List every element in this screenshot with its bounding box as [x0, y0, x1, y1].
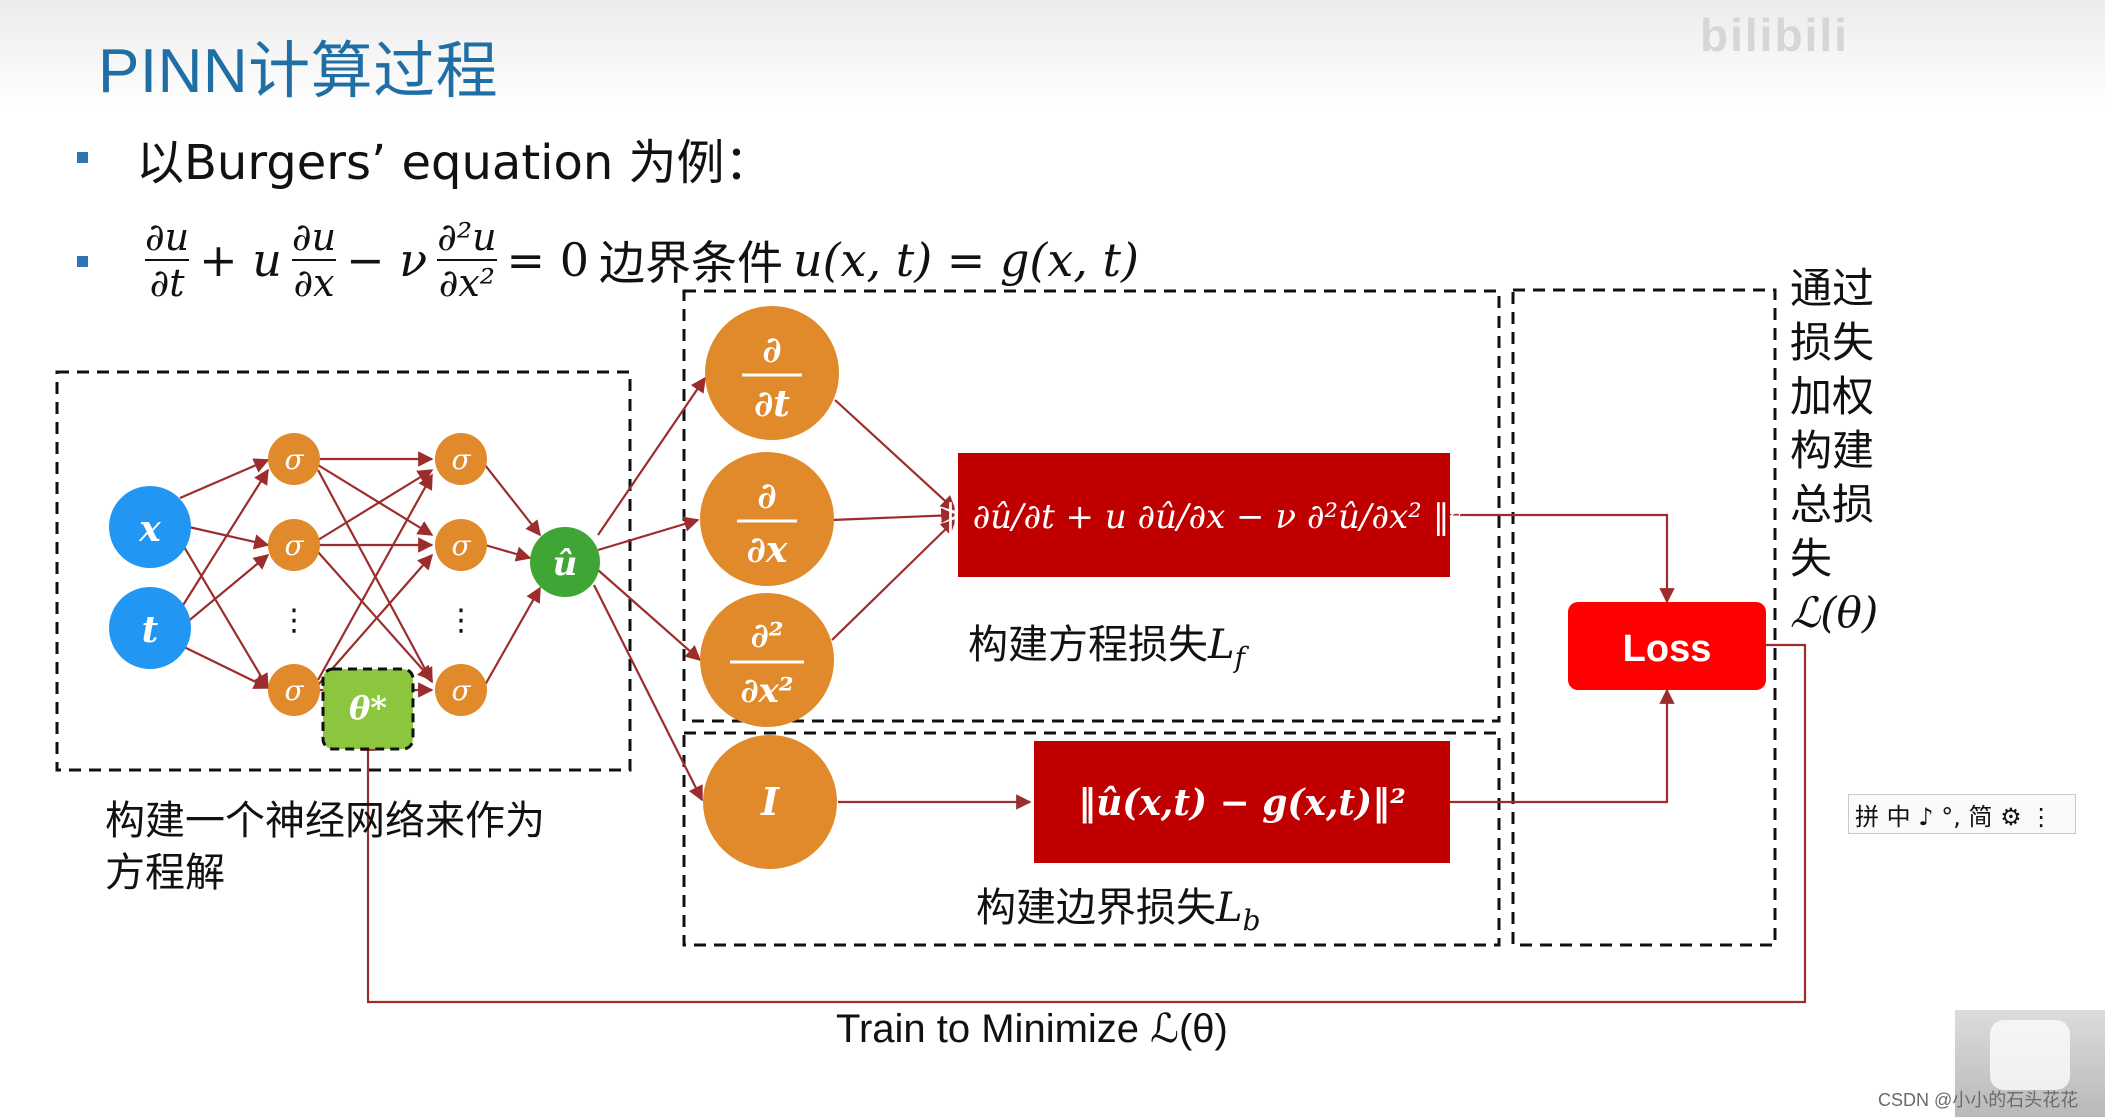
input-t-label: t: [142, 609, 159, 651]
identity-label: I: [760, 779, 780, 824]
derivative-node-dx: ∂ ∂x: [700, 452, 834, 586]
denominator: ∂x²: [740, 671, 793, 711]
output-label: û: [553, 544, 578, 584]
sigma-label: σ: [284, 674, 304, 707]
csdn-watermark: CSDN @小小的石头花花: [1878, 1090, 2079, 1110]
hidden-node: [268, 519, 320, 571]
ellipsis: ⋮: [279, 603, 309, 638]
numerator: ∂: [757, 475, 776, 517]
denominator: ∂x: [293, 261, 335, 305]
example-line: 以Burgers’ equation 为例：: [136, 135, 773, 191]
burgers-equation: ∂u∂t + u ∂u∂x − ν ∂²u∂x² = 0 边界条件 u(x, t…: [145, 210, 1139, 310]
denominator: ∂t: [754, 383, 790, 425]
denominator: ∂x: [747, 529, 788, 571]
hidden-layer-1: σ σ ⋮ σ: [268, 433, 320, 716]
network-box: [55, 370, 632, 772]
bilibili-watermark: bilibili: [1700, 9, 1849, 61]
side-note-line: 加权: [1790, 372, 1875, 421]
denominator: ∂t: [149, 261, 185, 305]
bc-loss-box: [682, 731, 1501, 947]
fraction-d2u-dx2: ∂²u∂x²: [437, 215, 497, 305]
equation-loss-symbol: L: [1208, 622, 1235, 668]
play-icon[interactable]: [1990, 1020, 2070, 1090]
loss-node: [1568, 602, 1766, 690]
sigma-label: σ: [451, 443, 471, 476]
boundary-loss-symbol: L: [1216, 885, 1243, 931]
boundary-loss-subscript: b: [1242, 904, 1261, 937]
bc-residual-formula: ‖û(x,t) − g(x,t)‖²: [1078, 782, 1406, 824]
equals-zero: = 0: [506, 233, 589, 287]
output-node-u-hat: [530, 527, 600, 597]
pde-residual-box: [958, 453, 1450, 577]
fraction-du-dx: ∂u∂x: [291, 215, 337, 305]
theta-parameters: [321, 667, 415, 751]
boundary-condition-label: 边界条件: [598, 236, 783, 290]
sigma-label: σ: [451, 529, 471, 562]
pde-residual-formula: ‖ ∂û/∂t + u ∂û/∂x − ν ∂²û/∂x² ‖²: [945, 497, 1463, 537]
input-node-x: [109, 486, 191, 568]
theta-label: θ*: [349, 689, 387, 727]
side-note: 通过 损失 加权 构建 总损 失 ℒ(θ): [1790, 262, 1880, 640]
hidden-layer-2: σ σ ⋮ σ: [435, 433, 487, 716]
side-note-line: ℒ(θ): [1790, 588, 1879, 637]
hidden-node: [268, 664, 320, 716]
network-caption-line1: 构建一个神经网络来作为: [105, 798, 545, 844]
loss-box: [1511, 288, 1777, 947]
equation-loss-text: 构建方程损失: [968, 622, 1208, 668]
sigma-label: σ: [284, 443, 304, 476]
numerator: ∂u: [291, 215, 337, 259]
slide-top-band: [0, 0, 2105, 110]
boundary-condition-eq: u(x, t) = g(x, t): [792, 233, 1139, 287]
network-edges: [179, 376, 1807, 1004]
minus-nu: − ν: [346, 233, 428, 287]
input-node-t: [109, 587, 191, 669]
equation-loss-subscript: f: [1234, 641, 1245, 674]
bc-residual-box: [1034, 741, 1450, 863]
boundary-loss-text: 构建边界损失: [976, 885, 1216, 931]
numerator: ∂u: [145, 215, 190, 259]
fraction-du-dt: ∂u∂t: [145, 215, 190, 305]
bullet-marker: [77, 256, 88, 267]
sigma-label: σ: [284, 529, 304, 562]
side-note-line: 通过: [1790, 264, 1875, 313]
side-note-line: 总损: [1790, 480, 1875, 529]
boundary-loss-caption: 构建边界损失Lb: [976, 875, 1261, 937]
numerator: ∂: [762, 329, 781, 371]
derivative-node-d2x: ∂² ∂x²: [700, 593, 834, 727]
network-caption-line2: 方程解: [105, 850, 225, 896]
loss-label: Loss: [1623, 628, 1712, 670]
slide-title: PINN计算过程: [98, 37, 499, 106]
hidden-node: [268, 433, 320, 485]
bullet-marker: [77, 152, 88, 163]
numerator: ∂²u: [437, 215, 497, 259]
input-x-label: x: [138, 508, 161, 550]
identity-node: I: [703, 735, 837, 869]
side-note-line: 损失: [1790, 318, 1875, 367]
derivative-node-dt: ∂ ∂t: [705, 306, 839, 440]
numerator: ∂²: [750, 616, 783, 656]
side-note-line: 构建: [1790, 426, 1875, 475]
ellipsis: ⋮: [446, 603, 476, 638]
train-caption: Train to Minimize ℒ(θ): [836, 1007, 1228, 1051]
equation-loss-caption: 构建方程损失Lf: [968, 612, 1245, 674]
side-note-line: 失: [1790, 534, 1833, 583]
hidden-node: [435, 433, 487, 485]
ime-toolbar[interactable]: 拼 中 ♪ °, 简 ⚙ ⋮: [1848, 794, 2076, 834]
hidden-node: [435, 664, 487, 716]
denominator: ∂x²: [438, 261, 496, 305]
sigma-label: σ: [451, 674, 471, 707]
hidden-node: [435, 519, 487, 571]
pde-loss-box: [682, 289, 1501, 723]
plus-u: + u: [199, 233, 282, 287]
